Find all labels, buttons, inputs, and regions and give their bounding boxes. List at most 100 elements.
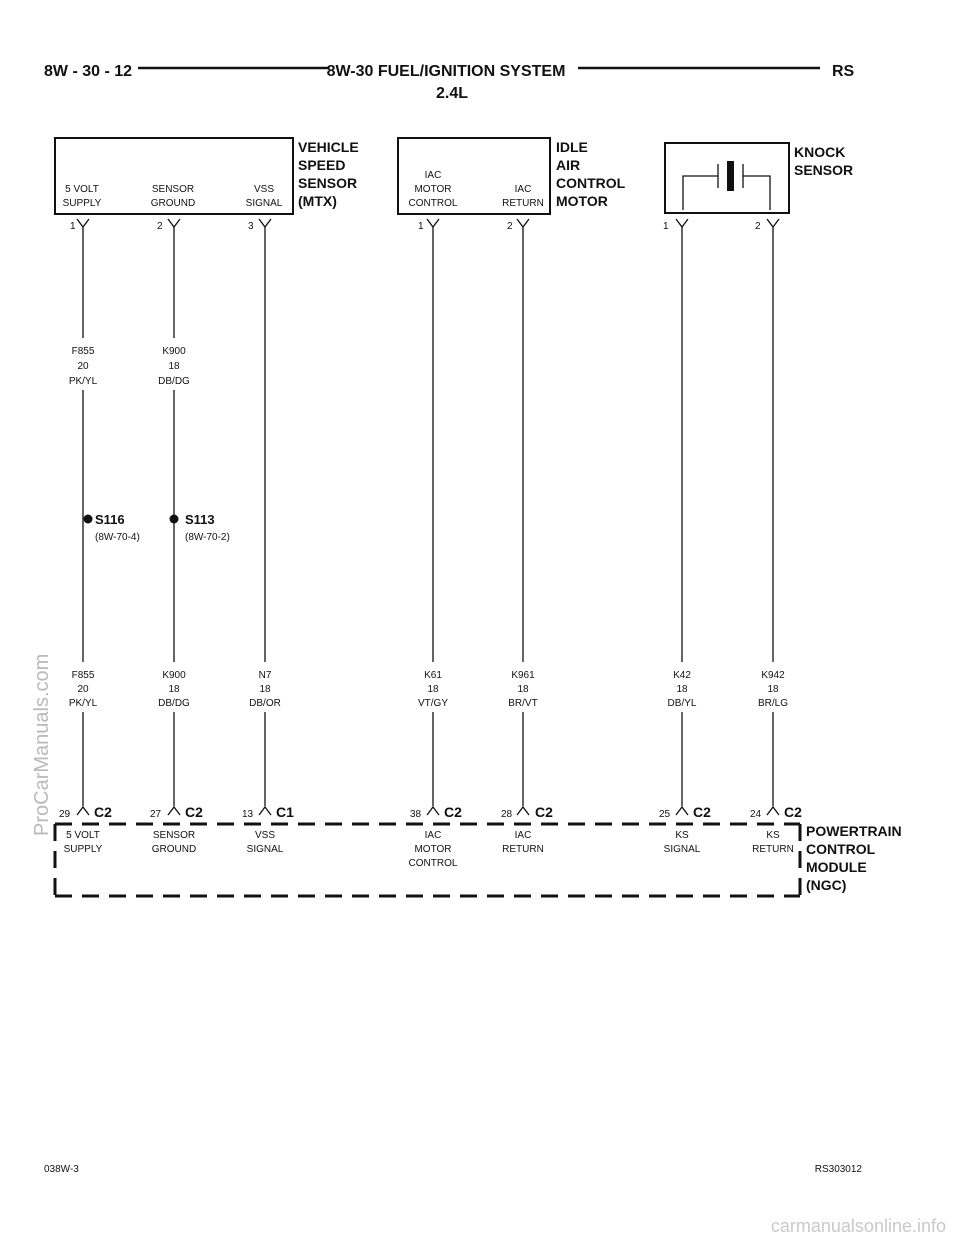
wire-k900-gauge: 18 (168, 684, 180, 695)
iac-title-3: CONTROL (556, 175, 626, 191)
vss-pin1-terminal (76, 218, 90, 229)
vss-pin3-num: 3 (248, 221, 254, 232)
footer-right-code: RS303012 (815, 1164, 863, 1175)
wire-k61-code: K61 (424, 670, 442, 681)
footer-left-code: 038W-3 (44, 1164, 79, 1175)
vss-pin3-label-2: SIGNAL (246, 198, 283, 209)
wire-label-f855-upper-code: F855 (72, 346, 95, 357)
ks-pin2-num: 2 (755, 221, 761, 232)
wire-k61-gauge: 18 (427, 684, 439, 695)
iac-pin1-label-3: CONTROL (409, 198, 458, 209)
wire-k961-gauge: 18 (517, 684, 529, 695)
vss-title-1: VEHICLE (298, 139, 359, 155)
pcm-pin25-terminal (675, 805, 689, 816)
pcm-title-1: POWERTRAIN (806, 823, 902, 839)
wire-label-k900-upper-code: K900 (162, 346, 186, 357)
ks-pin1-terminal (675, 218, 689, 229)
pcm-pin-labels: 5 VOLT SUPPLY SENSOR GROUND VSS SIGNAL I… (64, 830, 794, 869)
wire-f855-gauge: 20 (77, 684, 89, 695)
splice-s116: S116 (8W-70-4) (83, 512, 140, 543)
pcm-pin24-num: 24 (750, 809, 762, 820)
vss-title-3: SENSOR (298, 175, 357, 191)
wire-k61-color: VT/GY (418, 698, 448, 709)
wire-k942-code: K942 (761, 670, 785, 681)
iac-pin1-label-1: IAC (425, 170, 442, 181)
vss-pin2-num: 2 (157, 221, 163, 232)
lower-wire-labels: F855 20 PK/YL K900 18 DB/DG N7 18 DB/OR … (69, 670, 788, 709)
bottom-watermark: carmanualsonline.info (771, 1216, 946, 1236)
vehicle-speed-sensor: VEHICLE SPEED SENSOR (MTX) 5 VOLT SUPPLY… (54, 137, 359, 232)
top-connector-symbols (76, 218, 780, 229)
wire-f855-color: PK/YL (69, 698, 98, 709)
wires (82, 227, 774, 806)
iac-pin2-label-1: IAC (515, 184, 532, 195)
pcm-pin27-conn: C2 (185, 804, 203, 820)
wire-k900-color: DB/DG (158, 698, 190, 709)
side-watermark: ProCarManuals.com (31, 654, 53, 836)
page-subtitle: 2.4L (436, 85, 468, 102)
pcm-pin13-label-2: SIGNAL (247, 844, 284, 855)
ks-title-1: KNOCK (794, 144, 845, 160)
wire-n7-gauge: 18 (259, 684, 271, 695)
pcm-pin-ids: 29 C2 27 C2 13 C1 38 C2 28 C2 25 C2 24 C… (59, 804, 802, 820)
ks-pin2-terminal (766, 218, 780, 229)
pcm-title-2: CONTROL (806, 841, 876, 857)
pcm-pin38-label-1: IAC (425, 830, 442, 841)
wire-k961-code: K961 (511, 670, 535, 681)
iac-title-4: MOTOR (556, 193, 608, 209)
pcm-pin13-label-1: VSS (255, 830, 275, 841)
wire-k942-gauge: 18 (767, 684, 779, 695)
pcm-dashed-outline (53, 822, 802, 898)
pcm-pin29-terminal (76, 805, 90, 816)
splice-dot-icon (169, 514, 179, 524)
vss-body (54, 137, 294, 215)
wire-n7-code: N7 (259, 670, 272, 681)
ks-pin1-num: 1 (663, 221, 669, 232)
vss-pin2-terminal (167, 218, 181, 229)
pcm-pin28-num: 28 (501, 809, 513, 820)
wire-k42-code: K42 (673, 670, 691, 681)
iac-pin1-num: 1 (418, 221, 424, 232)
pcm-pin24-conn: C2 (784, 804, 802, 820)
pcm-pin28-label-1: IAC (515, 830, 532, 841)
knock-sensor: KNOCK SENSOR 1 2 (663, 142, 853, 232)
iac-title-2: AIR (556, 157, 580, 173)
upper-wire-labels: F855 20 PK/YL K900 18 DB/DG (69, 346, 190, 387)
vss-title-4: (MTX) (298, 193, 337, 209)
splice-s113: S113 (8W-70-2) (169, 512, 230, 543)
wire-n7-color: DB/OR (249, 698, 281, 709)
iac-pin2-terminal (516, 218, 530, 229)
wire-k900-code: K900 (162, 670, 186, 681)
splice-s113-name: S113 (185, 512, 215, 527)
wire-k961-color: BR/VT (508, 698, 537, 709)
pcm-pin25-label-1: KS (675, 830, 689, 841)
vss-pin1-label-2: SUPPLY (63, 198, 102, 209)
wire-k42-gauge: 18 (676, 684, 688, 695)
pcm-pin38-label-3: CONTROL (409, 858, 458, 869)
pcm-pin28-label-2: RETURN (502, 844, 544, 855)
pcm-pin24-terminal (766, 805, 780, 816)
iac-body (397, 137, 551, 215)
wire-label-f855-upper-gauge: 20 (77, 361, 89, 372)
pcm-pin25-num: 25 (659, 809, 671, 820)
pcm-pin29-label-2: SUPPLY (64, 844, 103, 855)
pcm-pin29-num: 29 (59, 809, 71, 820)
iac-title-1: IDLE (556, 139, 588, 155)
iac-pin1-label-2: MOTOR (414, 184, 451, 195)
pcm-pin27-label-1: SENSOR (153, 830, 195, 841)
page-ref: 8W - 30 - 12 (44, 63, 132, 80)
pcm-connector-symbols (76, 805, 780, 816)
pcm-pin29-label-1: 5 VOLT (66, 830, 100, 841)
iac-pin1-terminal (426, 218, 440, 229)
pcm-pin25-conn: C2 (693, 804, 711, 820)
wire-label-k900-upper-color: DB/DG (158, 376, 190, 387)
piezo-element-icon (682, 161, 771, 210)
splice-s113-ref: (8W-70-2) (185, 532, 230, 543)
ks-body (664, 142, 790, 214)
ks-title-2: SENSOR (794, 162, 853, 178)
wire-label-f855-upper-color: PK/YL (69, 376, 98, 387)
pcm-pin38-terminal (426, 805, 440, 816)
pcm-pin38-conn: C2 (444, 804, 462, 820)
vss-pin1-label-1: 5 VOLT (65, 184, 99, 195)
